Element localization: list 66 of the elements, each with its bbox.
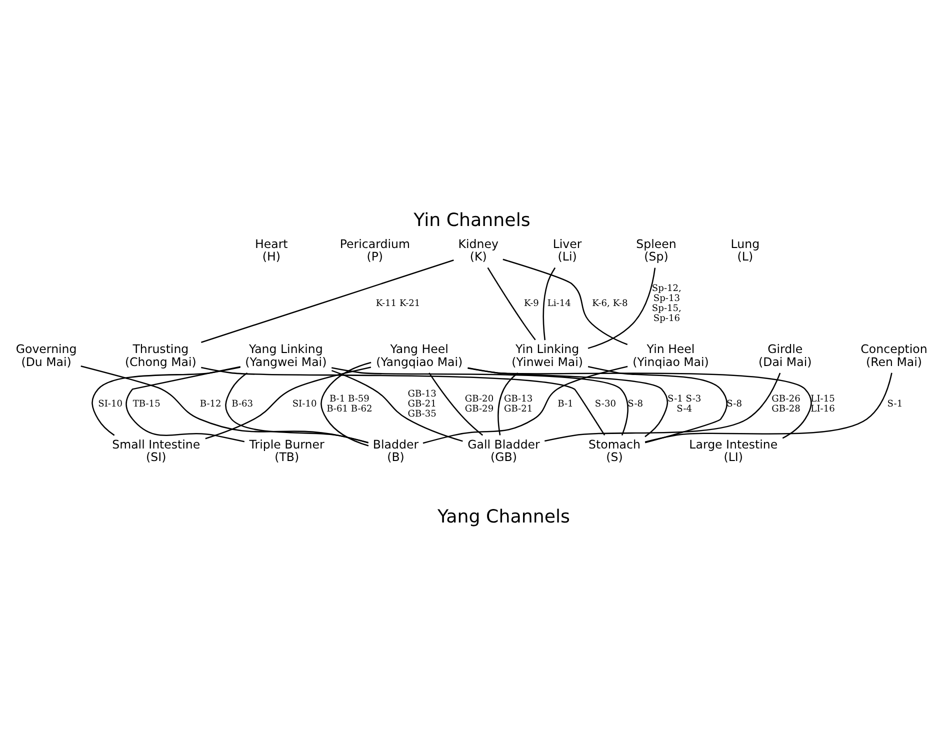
connector bbox=[422, 366, 628, 444]
edge-label: S-1 S-3 S-4 bbox=[668, 394, 702, 414]
edge-label: GB-13 GB-21 GB-35 bbox=[408, 389, 436, 420]
node-text: Yin Linking (Yinwei Mai) bbox=[512, 342, 583, 369]
node-text: Heart (H) bbox=[255, 236, 288, 264]
node-text: Conception (Ren Mai) bbox=[860, 342, 928, 369]
connector bbox=[644, 372, 892, 443]
edge-label: S-1 bbox=[887, 399, 903, 410]
connector bbox=[92, 366, 240, 436]
edge-label: GB-13 GB-21 bbox=[504, 394, 533, 414]
connector bbox=[487, 267, 536, 340]
connector bbox=[331, 370, 463, 442]
edge-label: GB-20 GB-29 bbox=[464, 394, 494, 414]
edge-label: B-63 bbox=[232, 399, 254, 410]
node-text: Girdle (Dai Mai) bbox=[758, 342, 812, 369]
connector bbox=[588, 366, 728, 444]
edge-label: S-8 bbox=[726, 399, 742, 410]
edge-label: GB-26 GB-28 bbox=[772, 394, 800, 414]
edge-label: TB-15 bbox=[132, 399, 160, 410]
node-text: Triple Burner (TB) bbox=[249, 438, 324, 464]
edge-label: K-9 bbox=[524, 299, 539, 310]
connector bbox=[588, 268, 656, 349]
node-text: Yang Heel (Yangqiao Mai) bbox=[376, 342, 463, 369]
node-text: Governing (Du Mai) bbox=[16, 342, 77, 369]
connector bbox=[80, 366, 368, 444]
edge-label: B-1 B-59 B-61 B-62 bbox=[326, 394, 372, 414]
node-text: Large Intestine (LI) bbox=[689, 438, 778, 464]
connector bbox=[428, 372, 484, 436]
edge-label: B-1 bbox=[558, 399, 574, 410]
node-text: Bladder (B) bbox=[372, 438, 419, 464]
edge-label: S-8 bbox=[628, 399, 644, 410]
connector bbox=[498, 372, 518, 436]
connector bbox=[468, 368, 812, 439]
edge-label: LI-15 LI-16 bbox=[810, 394, 835, 414]
connector bbox=[502, 258, 628, 346]
node-text: Thrusting (Chong Mai) bbox=[124, 342, 196, 369]
node-text: Lung (L) bbox=[730, 236, 760, 264]
node-text: Gall Bladder (GB) bbox=[468, 438, 540, 464]
connector bbox=[225, 372, 368, 444]
edge-label: Sp-12, Sp-13 Sp-15, Sp-16 bbox=[652, 284, 682, 324]
connector bbox=[205, 366, 372, 440]
node-text: Yang Linking (Yangwei Mai) bbox=[245, 342, 327, 369]
node-text: Pericardium (P) bbox=[340, 236, 410, 264]
edge-label: B-12 bbox=[200, 399, 222, 410]
edge-label: Li-14 bbox=[547, 299, 571, 310]
connector bbox=[468, 367, 668, 438]
connector bbox=[320, 362, 372, 446]
connector bbox=[126, 366, 245, 442]
edge-label: S-30 bbox=[594, 399, 616, 410]
connector bbox=[544, 372, 781, 442]
edge-label: SI-10 bbox=[292, 399, 317, 410]
connector bbox=[201, 260, 454, 343]
connector bbox=[201, 366, 606, 436]
edge-label: K-6, K-8 bbox=[592, 299, 628, 310]
node-text: Spleen (Sp) bbox=[636, 236, 676, 264]
node-text: Yin Heel (Yinqiao Mai) bbox=[632, 342, 709, 369]
connector bbox=[331, 367, 628, 436]
connector bbox=[542, 267, 556, 340]
caption: Yang Channels bbox=[438, 506, 570, 528]
node-text: Kidney (K) bbox=[458, 236, 498, 264]
edge-label: SI-10 bbox=[98, 399, 123, 410]
node-text: Stomach (S) bbox=[588, 438, 640, 464]
node-text: Small Intestine (SI) bbox=[112, 438, 200, 464]
diagram-title: Yin Channels bbox=[414, 210, 530, 231]
edge-label: K-11 K-21 bbox=[376, 299, 420, 310]
node-text: Liver (Li) bbox=[552, 236, 582, 264]
